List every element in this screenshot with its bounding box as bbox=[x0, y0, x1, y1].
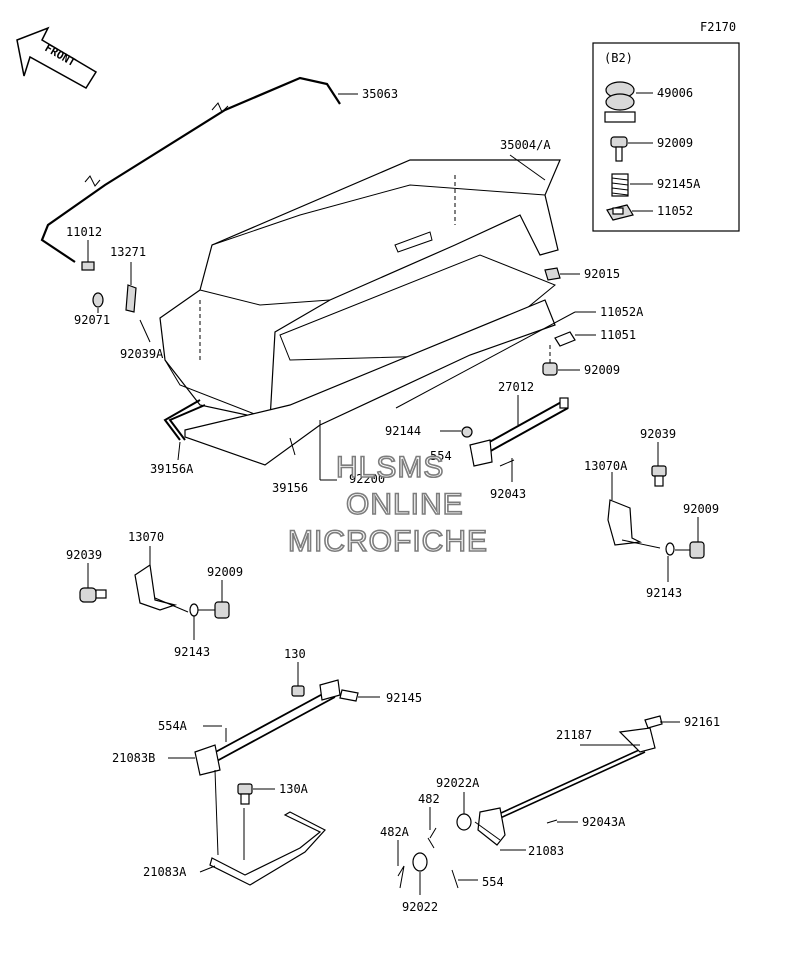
callout-92022A: 92022A bbox=[436, 776, 480, 790]
figure-code: F2170 bbox=[700, 20, 736, 34]
callout-92009-far-right: 92009 bbox=[683, 502, 719, 516]
callout-92144: 92144 bbox=[385, 424, 421, 438]
front-arrow-icon: FRONT bbox=[16, 26, 98, 90]
callout-92039A: 92039A bbox=[120, 347, 164, 361]
cap-part bbox=[81, 261, 137, 313]
inset-part-11052: 11052 bbox=[657, 204, 693, 218]
callout-554-top: 554 bbox=[430, 449, 452, 463]
callout-92009-left: 92009 bbox=[207, 565, 243, 579]
inset-part-92009: 92009 bbox=[657, 136, 693, 150]
cable-21187 bbox=[397, 715, 663, 889]
callout-92143-left: 92143 bbox=[174, 645, 210, 659]
callout-27012: 27012 bbox=[498, 380, 534, 394]
callout-482: 482 bbox=[418, 792, 440, 806]
callout-11051: 11051 bbox=[600, 328, 636, 342]
inset-title: (B2) bbox=[604, 51, 633, 65]
callout-92071: 92071 bbox=[74, 313, 110, 327]
callout-21083B: 21083B bbox=[112, 751, 155, 765]
callout-39156: 39156 bbox=[272, 481, 308, 495]
callout-13070A: 13070A bbox=[584, 459, 628, 473]
callout-11012: 11012 bbox=[66, 225, 102, 239]
callout-554-bottom: 554 bbox=[482, 875, 504, 889]
link-21083A bbox=[209, 769, 326, 886]
lock-lever-21083B bbox=[194, 679, 359, 776]
callout-13070: 13070 bbox=[128, 530, 164, 544]
callout-92039-right: 92039 bbox=[640, 427, 676, 441]
callout-482A: 482A bbox=[380, 825, 410, 839]
callout-21083: 21083 bbox=[528, 844, 564, 858]
callout-92200: 92200 bbox=[349, 472, 385, 486]
callout-13271: 13271 bbox=[110, 245, 146, 259]
callout-130A: 130A bbox=[279, 782, 309, 796]
callout-92043A: 92043A bbox=[582, 815, 626, 829]
bolt-icon bbox=[610, 136, 628, 162]
clip-nut-icon bbox=[606, 204, 634, 221]
bolt-130A bbox=[237, 783, 253, 805]
callout-92009-right: 92009 bbox=[584, 363, 620, 377]
callout-92043: 92043 bbox=[490, 487, 526, 501]
callout-92161: 92161 bbox=[684, 715, 720, 729]
callout-35063: 35063 bbox=[362, 87, 398, 101]
callout-21083A: 21083A bbox=[143, 865, 187, 879]
clip-92015 bbox=[544, 267, 561, 281]
watermark-line-3: MICROFICHE bbox=[288, 525, 488, 558]
callout-92143-right: 92143 bbox=[646, 586, 682, 600]
trunk-body bbox=[159, 159, 561, 421]
hinge-rod bbox=[469, 397, 569, 467]
bolt-92009-right bbox=[542, 345, 558, 376]
callout-39156A: 39156A bbox=[150, 462, 194, 476]
callout-21187: 21187 bbox=[556, 728, 592, 742]
bracket-13070A bbox=[607, 465, 705, 559]
rear-stay-rod bbox=[40, 76, 341, 263]
inset-b2: (B2) 49006 92009 92145A 11052 bbox=[592, 42, 740, 232]
callout-92022: 92022 bbox=[402, 900, 438, 914]
watermark-line-2: ONLINE bbox=[346, 488, 464, 521]
seat-pad bbox=[184, 299, 556, 466]
callout-92015: 92015 bbox=[584, 267, 620, 281]
watermark-line-1: HLSMS bbox=[336, 451, 444, 484]
callout-554A: 554A bbox=[158, 719, 188, 733]
callout-92145: 92145 bbox=[386, 691, 422, 705]
inset-part-49006: 49006 bbox=[657, 86, 693, 100]
callout-11052A: 11052A bbox=[600, 305, 644, 319]
spring-92144 bbox=[461, 426, 473, 438]
callout-130: 130 bbox=[284, 647, 306, 661]
callout-35004A: 35004/A bbox=[500, 138, 551, 152]
bracket-11051 bbox=[554, 331, 576, 347]
inset-part-92145A: 92145A bbox=[657, 177, 701, 191]
callout-92039-left: 92039 bbox=[66, 548, 102, 562]
spring-icon bbox=[611, 173, 629, 197]
damper-icon bbox=[604, 81, 636, 123]
rubber-strip bbox=[163, 399, 206, 441]
